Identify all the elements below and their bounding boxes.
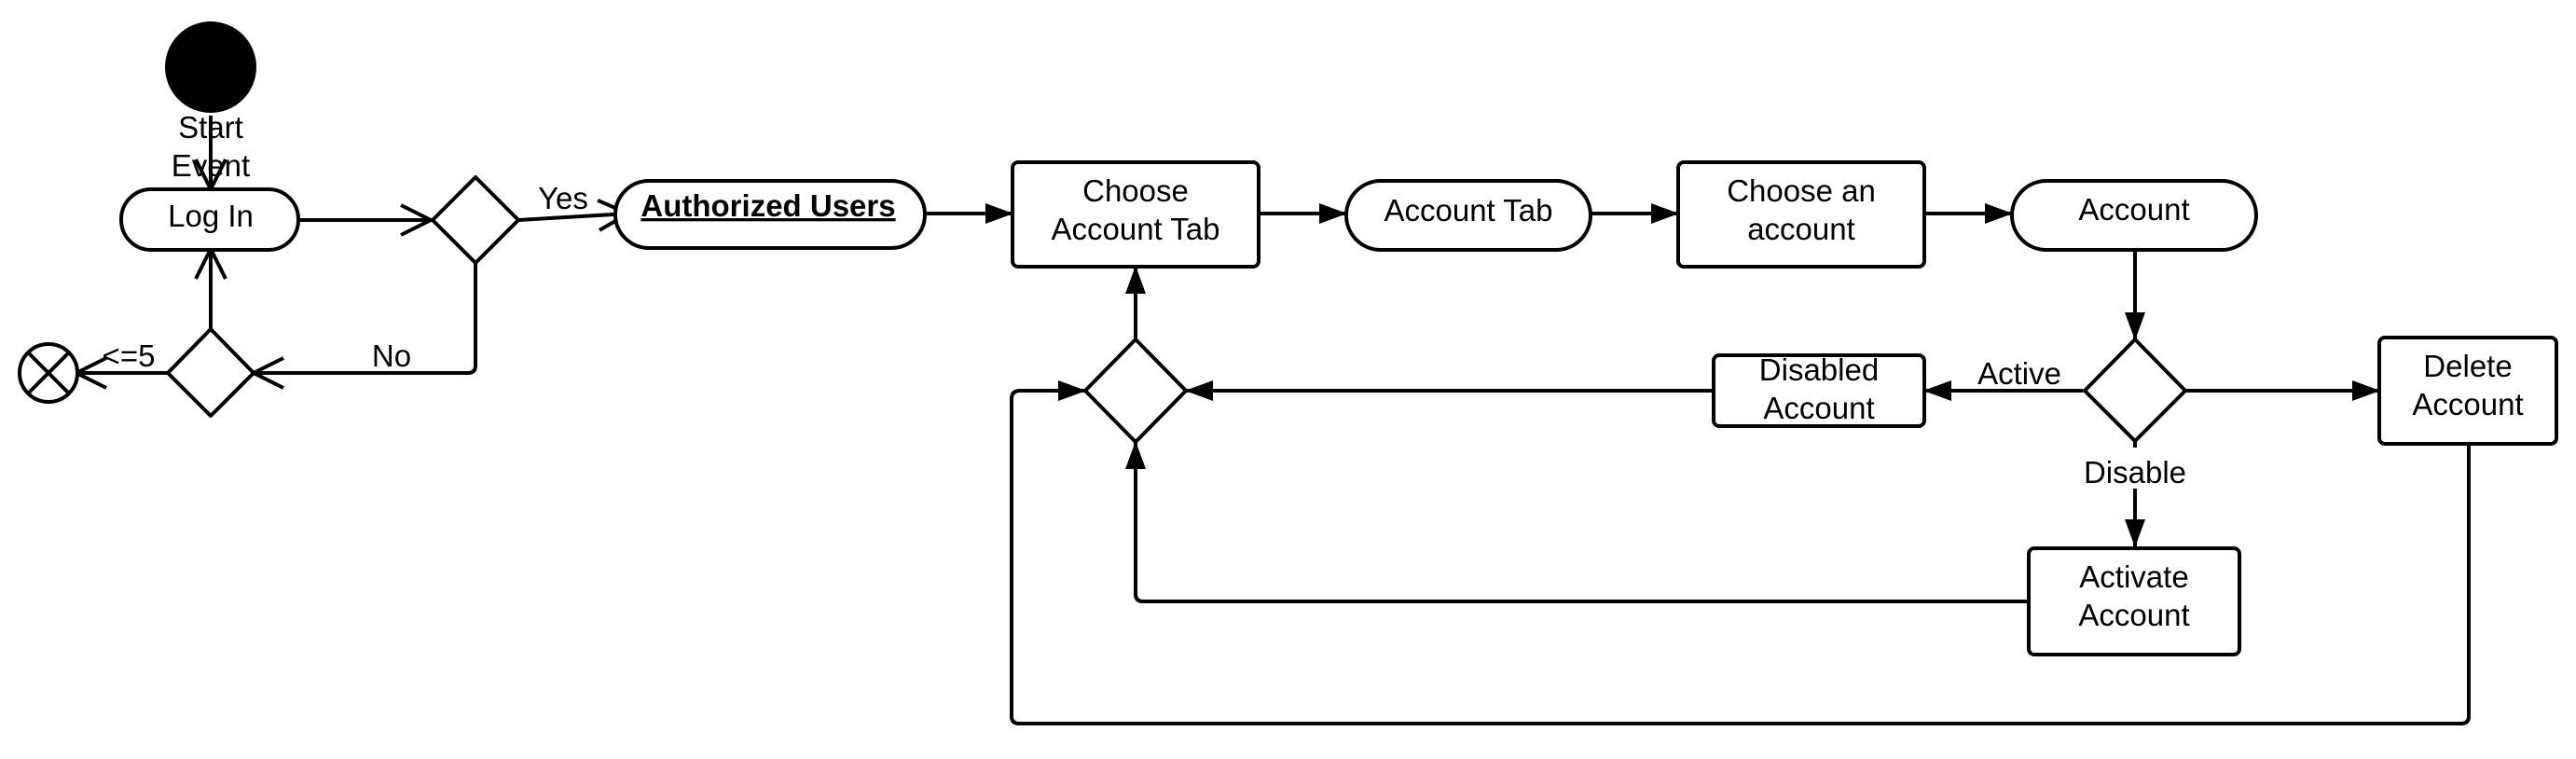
delete-account-node [2377,336,2558,446]
edge-label-disable: Disable [2084,455,2186,490]
edge-decision-yes-to-authorized [517,214,628,220]
status-decision [2083,338,2187,443]
delete-account-line2: Account [2412,387,2523,421]
account-tab-label: Account Tab [1384,193,1552,228]
edge-decision-no-to-retry [254,263,477,373]
authorized-users-label: Authorized Users [641,188,895,223]
edge-activate-to-merge [1125,441,2029,603]
choose-account-tab-node [1011,160,1260,269]
login-node [119,187,300,252]
start-label-line1: Start [178,110,243,145]
choose-account-tab-line1: Choose [1082,173,1189,208]
start-label-line2: Event [172,148,250,183]
choose-account-tab-line2: Account Tab [1051,212,1219,246]
edge-delete-to-merge [1010,380,2471,725]
disabled-account-node [1712,353,1926,428]
retry-decision [166,327,255,418]
disabled-account-line1: Disabled [1759,352,1879,387]
choose-an-account-node [1676,160,1926,269]
account-label: Account [2078,192,2189,227]
account-node [2010,179,2258,252]
end-node [18,342,79,404]
disable-label-bg [2079,448,2191,489]
account-tab-node [1344,179,1592,252]
choose-an-account-line2: account [1747,212,1855,246]
authorized-users-node [613,179,927,250]
merge-decision [1083,338,1188,444]
choose-an-account-line1: Choose an [1727,173,1876,208]
login-decision [431,175,520,265]
edge-label-active: Active [1977,356,2061,391]
activate-account-line1: Activate [2079,559,2188,594]
disabled-account-line2: Account [1763,391,1874,425]
login-label: Log In [168,199,254,233]
edge-label-no: No [372,338,411,373]
activate-account-node [2027,546,2241,656]
delete-account-line1: Delete [2423,349,2512,383]
start-node [165,21,256,113]
activate-account-line2: Account [2078,598,2189,632]
edge-label-attempts: <=5 [103,338,156,373]
edge-label-yes: Yes [538,181,588,215]
